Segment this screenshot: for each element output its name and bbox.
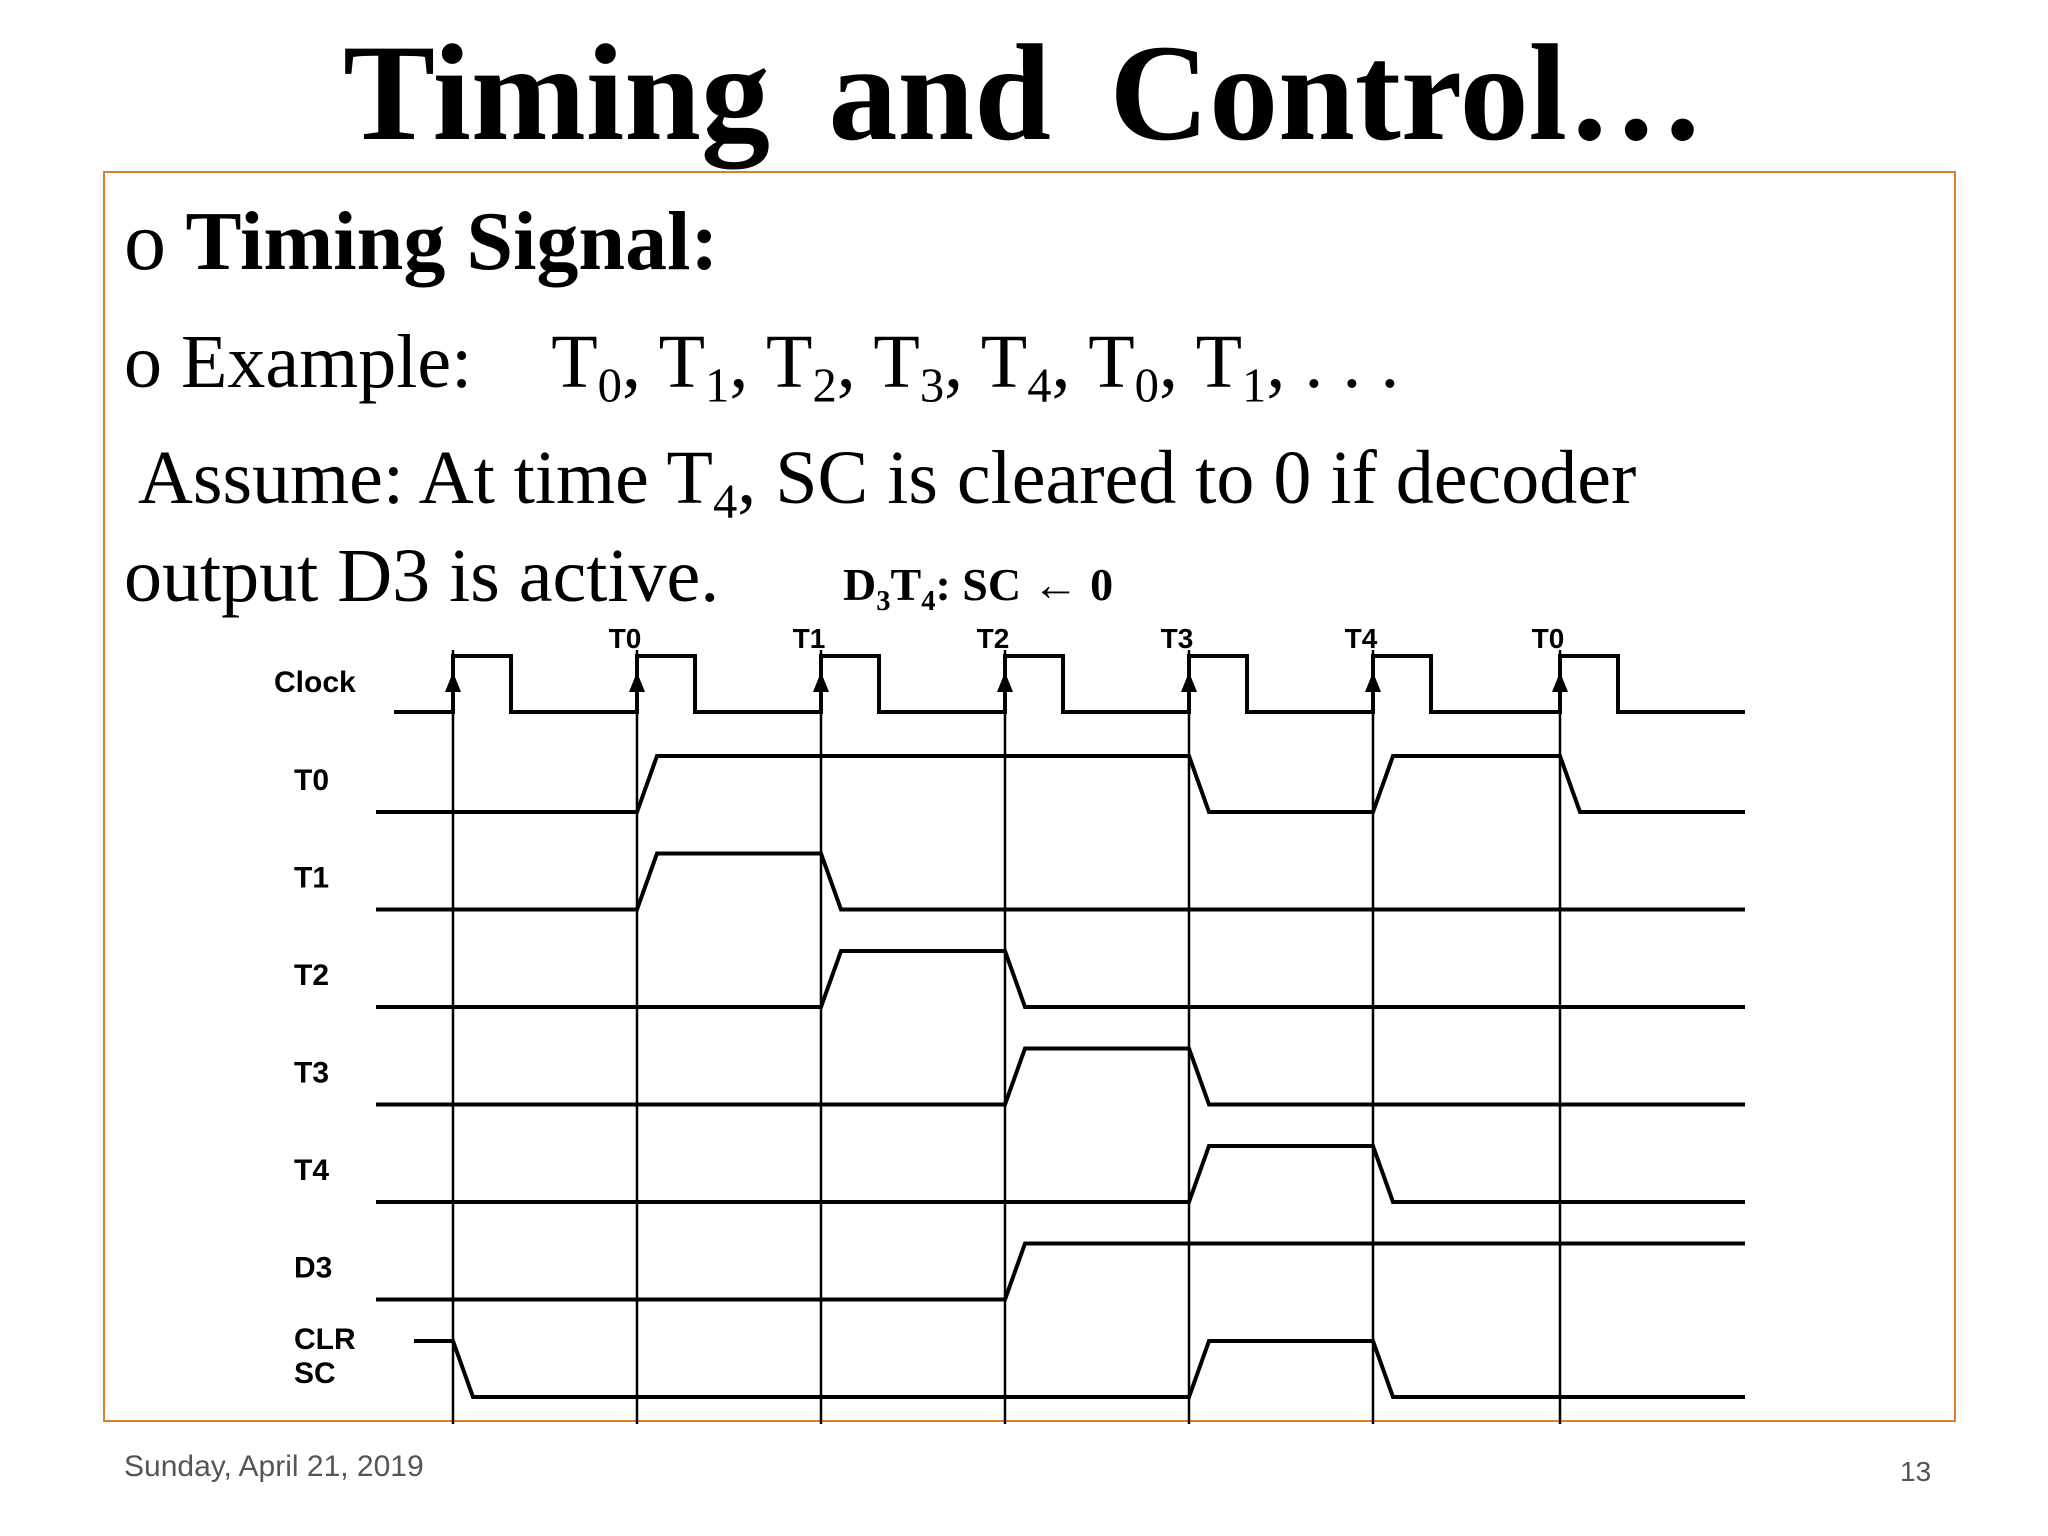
- assume-text: Assume: At time T4, SC is cleared to 0 i…: [138, 428, 1636, 528]
- signal-label-0-0: T0: [294, 764, 329, 797]
- cycle-label-4: T4: [1345, 623, 1378, 654]
- signal-waveform-1: [376, 851, 1745, 912]
- example-signal-sub-5: 0: [1134, 358, 1159, 413]
- cycle-label-1: T1: [793, 623, 826, 654]
- expr-d-sub: 3: [876, 585, 891, 617]
- bullet-timing-signal: o Timing Signal:: [124, 192, 718, 292]
- example-signal-sub-4: 4: [1027, 358, 1052, 413]
- footer-date: Sunday, April 21, 2019: [124, 1450, 424, 1483]
- example-signal-sep-6: , . . .: [1266, 320, 1400, 404]
- example-signal-sub-2: 2: [812, 358, 837, 413]
- clock-waveform: [394, 654, 1745, 714]
- signal-label-2-0: T2: [294, 959, 329, 992]
- clock-edge-arrow-5: [1365, 672, 1381, 692]
- example-signal-3: T: [873, 320, 920, 404]
- content-frame: [103, 171, 1956, 1422]
- output-text: output D3 is active.: [124, 534, 720, 618]
- signal-label-1-0: T1: [294, 862, 329, 895]
- example-signal-1: T: [658, 320, 706, 404]
- expr-t-sub: 4: [921, 585, 936, 617]
- example-signal-6: T: [1195, 320, 1243, 404]
- assume-post: , SC is cleared to 0 if decoder: [737, 436, 1637, 520]
- example-signal-sep-3: ,: [944, 320, 981, 404]
- signal-waveform-2: [376, 949, 1745, 1009]
- heading-timing-signal: Timing Signal:: [185, 195, 719, 288]
- clock-edge-arrow-4: [1181, 672, 1197, 692]
- example-signal-sep-2: ,: [836, 320, 874, 404]
- signal-waveform-6: [414, 1339, 1745, 1399]
- example-signal-4: T: [980, 320, 1028, 404]
- clock-label: Clock: [274, 666, 356, 699]
- slide-title: Timing and Control…: [343, 16, 1705, 169]
- signal-waveform-0: [376, 754, 1745, 814]
- expr-rest: : SC ← 0: [935, 559, 1114, 610]
- example-signal-2: T: [766, 320, 813, 404]
- example-label: Example:: [181, 320, 473, 404]
- example-signal-sequence: T0, T1, T2, T3, T4, T0, T1, . . .: [551, 312, 1399, 412]
- cycle-label-2: T2: [977, 623, 1010, 654]
- expr-d: D: [843, 559, 877, 610]
- clock-edge-arrow-3: [997, 672, 1013, 692]
- clock-edge-arrow-2: [813, 672, 829, 692]
- signal-label-3-0: T3: [294, 1057, 329, 1090]
- clock-edge-arrow-0: [445, 672, 461, 692]
- example-signal-0: T: [551, 320, 598, 404]
- example-signal-sub-3: 3: [919, 358, 945, 413]
- signal-label-5-0: D3: [294, 1252, 332, 1285]
- bullet-marker: o: [124, 320, 162, 404]
- signal-label-6-0: CLR: [294, 1323, 356, 1356]
- example-signal-sep-5: ,: [1158, 320, 1196, 404]
- page-number: 13: [1900, 1456, 1932, 1487]
- signal-label-6-1: SC: [294, 1357, 336, 1390]
- signal-waveform-4: [376, 1144, 1745, 1204]
- example-signal-sep-1: ,: [729, 320, 767, 404]
- clock-edge-arrow-1: [629, 672, 645, 692]
- bullet-example: o Example: T0, T1, T2, T3, T4, T0, T1, .…: [124, 312, 1399, 412]
- example-signal-sep-0: ,: [621, 320, 659, 404]
- bullet-marker: o: [124, 195, 166, 288]
- example-signal-sep-4: ,: [1051, 320, 1089, 404]
- example-signal-sub-0: 0: [597, 358, 622, 413]
- clear-expression: D3T4: SC ← 0: [843, 550, 1113, 620]
- signal-waveform-3: [376, 1046, 1745, 1107]
- expr-t: T: [890, 559, 922, 610]
- clock-edge-arrow-6: [1552, 672, 1568, 692]
- signal-label-4-0: T4: [294, 1154, 329, 1187]
- cycle-label-5: T0: [1532, 623, 1565, 654]
- example-signal-sub-6: 1: [1242, 358, 1267, 413]
- example-signal-sub-1: 1: [705, 358, 730, 413]
- cycle-label-0: T0: [609, 623, 642, 654]
- assume-pre: Assume: At time T: [138, 436, 713, 520]
- assume-sub: 4: [712, 474, 738, 529]
- cycle-label-3: T3: [1161, 623, 1194, 654]
- signal-waveform-5: [376, 1241, 1745, 1302]
- example-signal-5: T: [1088, 320, 1135, 404]
